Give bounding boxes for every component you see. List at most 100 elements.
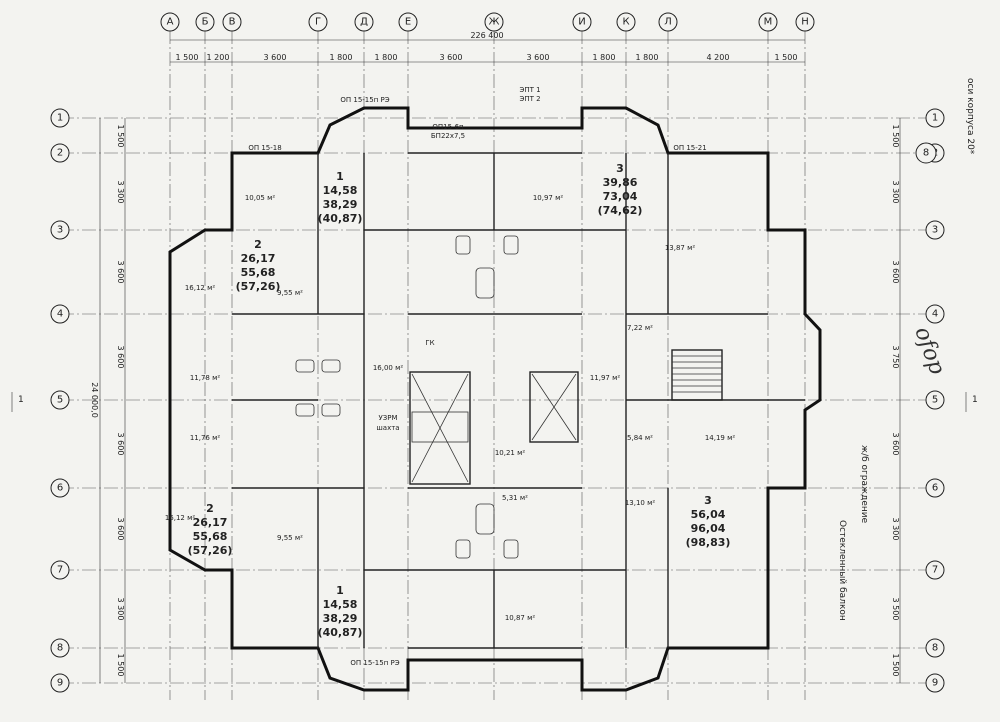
apartment-label-1-bottom: 1 14,58 38,29 (40,87) bbox=[318, 584, 363, 639]
svg-text:УЗРМ: УЗРМ bbox=[378, 414, 397, 422]
svg-text:1 500: 1 500 bbox=[116, 125, 125, 148]
axis-bubble-V: В bbox=[222, 12, 242, 32]
axis-bubble-right-row-6: 6 bbox=[925, 478, 945, 498]
axis-bubble-A: А bbox=[160, 12, 180, 32]
svg-text:3 300: 3 300 bbox=[116, 598, 125, 621]
room-area-labels: 16,12 м² 9,55 м² 10,05 м² 13,87 м² 11,78… bbox=[165, 194, 736, 622]
svg-text:14,58: 14,58 bbox=[323, 598, 358, 611]
svg-text:73,04: 73,04 bbox=[603, 190, 638, 203]
axis-bubble-Zh: Ж bbox=[484, 12, 504, 32]
room-area: 9,55 м² bbox=[277, 534, 303, 542]
axis-bubble-right-row-3: 3 bbox=[925, 220, 945, 240]
svg-text:А: А bbox=[167, 17, 174, 28]
plan-notes: ж/б ограждение Остекленный балкон 1 1 of… bbox=[11, 324, 978, 621]
svg-text:3 300: 3 300 bbox=[116, 181, 125, 204]
svg-text:В: В bbox=[229, 17, 236, 28]
room-area: 7,22 м² bbox=[627, 324, 653, 332]
row-axis-bubbles-right: 1 2 3 4 5 6 7 8 9 8 bbox=[915, 108, 945, 693]
svg-text:8: 8 bbox=[923, 148, 929, 159]
svg-text:3 600: 3 600 bbox=[440, 53, 463, 62]
svg-text:2: 2 bbox=[206, 502, 214, 515]
svg-text:8: 8 bbox=[932, 643, 938, 654]
svg-text:1 500: 1 500 bbox=[116, 654, 125, 677]
section-mark-right: 1 bbox=[972, 395, 978, 405]
svg-text:2: 2 bbox=[254, 238, 262, 251]
axis-bubble-right-row-4: 4 bbox=[925, 304, 945, 324]
room-area: 10,97 м² bbox=[533, 194, 564, 202]
svg-text:1: 1 bbox=[336, 170, 344, 183]
svg-text:1 800: 1 800 bbox=[636, 53, 659, 62]
svg-text:38,29: 38,29 bbox=[323, 198, 358, 211]
top-dimension-chain: 226 400 1 500 1 200 3 600 1 800 1 800 3 … bbox=[170, 31, 805, 63]
axis-bubble-I: И bbox=[572, 12, 592, 32]
svg-text:Ж: Ж bbox=[489, 17, 500, 28]
axis-bubble-row-8: 8 bbox=[50, 638, 70, 658]
axis-bubble-G: Г bbox=[308, 12, 328, 32]
handwritten-note: ofop bbox=[909, 324, 949, 378]
svg-text:55,68: 55,68 bbox=[241, 266, 276, 279]
svg-text:БП22х7,5: БП22х7,5 bbox=[431, 132, 465, 140]
axis-bubble-circled-8: 8 bbox=[915, 142, 937, 164]
apartment-label-3-bottom: 3 56,04 96,04 (98,83) bbox=[686, 494, 731, 549]
svg-text:3 600: 3 600 bbox=[891, 433, 900, 456]
axis-label: оси корпуса 20* bbox=[965, 78, 975, 155]
svg-text:7: 7 bbox=[57, 565, 63, 576]
apartment-label-2-top: 2 26,17 55,68 (57,26) bbox=[236, 238, 281, 293]
axis-bubble-right-row-5: 5 bbox=[925, 390, 945, 410]
room-area: 11,78 м² bbox=[190, 374, 221, 382]
right-dimension-chain: 1 500 3 300 3 600 3 750 3 600 3 300 3 50… bbox=[891, 118, 901, 683]
axis-bubble-B: Б bbox=[195, 12, 215, 32]
room-area: 10,21 м² bbox=[495, 449, 526, 457]
svg-text:1 200: 1 200 bbox=[207, 53, 230, 62]
svg-text:39,86: 39,86 bbox=[603, 176, 638, 189]
svg-text:1 800: 1 800 bbox=[375, 53, 398, 62]
svg-text:1 500: 1 500 bbox=[891, 654, 900, 677]
svg-text:3 300: 3 300 bbox=[891, 181, 900, 204]
room-area: 16,12 м² bbox=[165, 514, 196, 522]
svg-text:ЭПТ 1: ЭПТ 1 bbox=[519, 86, 540, 94]
svg-text:1: 1 bbox=[57, 113, 63, 124]
axis-bubble-row-2: 2 bbox=[50, 143, 70, 163]
axis-bubble-right-row-9: 9 bbox=[925, 673, 945, 693]
svg-text:1: 1 bbox=[932, 113, 938, 124]
row-axis-bubbles-left: 1 2 3 4 5 6 7 8 9 bbox=[50, 108, 70, 693]
svg-text:шахта: шахта bbox=[376, 424, 399, 432]
room-area: 16,00 м² bbox=[373, 364, 404, 372]
svg-text:3 600: 3 600 bbox=[527, 53, 550, 62]
svg-text:5: 5 bbox=[932, 395, 938, 406]
svg-text:56,04: 56,04 bbox=[691, 508, 726, 521]
elevator-core bbox=[409, 371, 579, 485]
bathroom-fixtures bbox=[295, 235, 519, 559]
svg-text:ЭПТ 2: ЭПТ 2 bbox=[519, 95, 540, 103]
svg-text:9: 9 bbox=[57, 678, 63, 689]
axis-bubble-K: К bbox=[616, 12, 636, 32]
axis-bubble-D: Д bbox=[354, 12, 374, 32]
room-area: 13,10 м² bbox=[625, 499, 656, 507]
svg-text:6: 6 bbox=[932, 483, 938, 494]
axis-bubble-row-4: 4 bbox=[50, 304, 70, 324]
svg-text:3: 3 bbox=[616, 162, 624, 175]
svg-text:ОП15-6п: ОП15-6п bbox=[432, 123, 463, 131]
building-walls bbox=[168, 106, 822, 692]
balcony-note: Остекленный балкон bbox=[837, 520, 847, 621]
svg-text:3 600: 3 600 bbox=[891, 261, 900, 284]
svg-text:Л: Л bbox=[664, 17, 672, 28]
axis-bubble-right-row-1: 1 bbox=[925, 108, 945, 128]
svg-text:3 600: 3 600 bbox=[116, 433, 125, 456]
svg-text:14,58: 14,58 bbox=[323, 184, 358, 197]
svg-text:Е: Е bbox=[405, 17, 411, 28]
svg-text:3 600: 3 600 bbox=[264, 53, 287, 62]
svg-text:4: 4 bbox=[57, 309, 63, 320]
svg-text:Г: Г bbox=[315, 17, 321, 28]
svg-text:Н: Н bbox=[801, 17, 809, 28]
svg-text:9: 9 bbox=[932, 678, 938, 689]
svg-text:26,17: 26,17 bbox=[241, 252, 276, 265]
svg-text:3 750: 3 750 bbox=[891, 346, 900, 369]
room-area: 13,87 м² bbox=[665, 244, 696, 252]
svg-text:3 300: 3 300 bbox=[891, 518, 900, 541]
svg-text:К: К bbox=[622, 17, 629, 28]
apartment-label-1-top: 1 14,58 38,29 (40,87) bbox=[318, 170, 363, 225]
svg-text:3 500: 3 500 bbox=[891, 598, 900, 621]
svg-text:ОП 15-21: ОП 15-21 bbox=[673, 144, 706, 152]
